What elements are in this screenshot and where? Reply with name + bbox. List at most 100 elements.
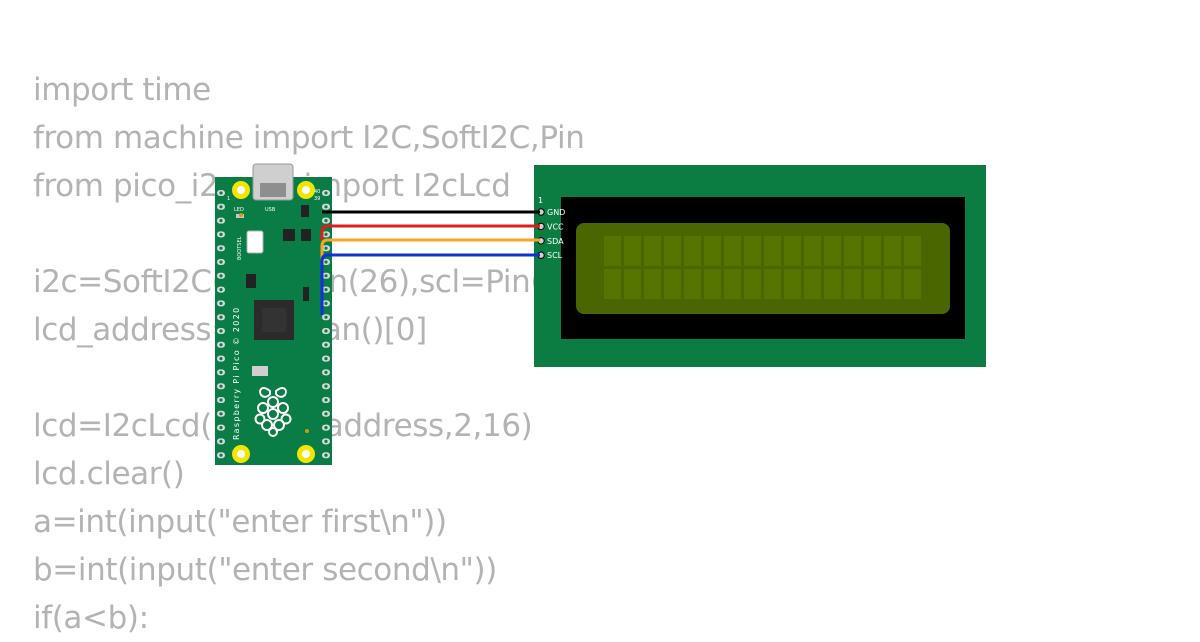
- lcd-cell: [824, 236, 841, 266]
- lcd-cell: [864, 269, 881, 299]
- pico-pin-hole: [219, 370, 223, 374]
- lcd-cell: [844, 269, 861, 299]
- pico-pin-hole: [324, 384, 328, 388]
- bootsel-button[interactable]: [246, 230, 264, 254]
- pico-pin-hole: [324, 426, 328, 430]
- lcd-cell: [644, 236, 661, 266]
- led-label: LED: [234, 207, 244, 213]
- mounting-hole: [237, 186, 245, 194]
- lcd-character-grid: [604, 236, 921, 299]
- pico-pin-hole: [324, 329, 328, 333]
- lcd-cell: [724, 236, 741, 266]
- pico-pin-hole: [324, 398, 328, 402]
- mounting-hole: [302, 450, 310, 458]
- lcd-cell: [664, 236, 681, 266]
- pico-pin-hole: [219, 315, 223, 319]
- wire-vcc[interactable]: [320, 224, 540, 240]
- lcd-cell: [904, 236, 921, 266]
- raspberry-pi-pico[interactable]: LED USB 1 2 39 40 BOOTSEL: [215, 163, 332, 465]
- lcd-cell: [724, 269, 741, 299]
- pico-pin-hole: [324, 246, 328, 250]
- pico-pin-hole: [219, 343, 223, 347]
- pico-pin-hole: [219, 246, 223, 250]
- lcd-cell: [804, 236, 821, 266]
- bootsel-label: BOOTSEL: [237, 236, 243, 260]
- pico-pin-hole: [219, 274, 223, 278]
- lcd-cell: [764, 236, 781, 266]
- lcd-cell: [644, 269, 661, 299]
- lcd-cell: [764, 269, 781, 299]
- lcd-cell: [664, 269, 681, 299]
- lcd-module[interactable]: 1 GND VCC SDA SCL: [534, 165, 986, 367]
- pico-pin-hole: [219, 205, 223, 209]
- pin-label-40: 40: [314, 189, 320, 195]
- flash-chip: [252, 366, 268, 376]
- test-point: [305, 429, 309, 433]
- usb-label: USB: [265, 207, 276, 213]
- lcd-cell: [604, 269, 621, 299]
- lcd-cell: [624, 236, 641, 266]
- pico-pin-hole: [324, 343, 328, 347]
- pico-pin-hole: [324, 205, 328, 209]
- lcd-cell: [744, 269, 761, 299]
- pico-pin-hole: [324, 301, 328, 305]
- lcd-pin-label: SDA: [547, 237, 564, 246]
- smd-chip: [246, 274, 256, 288]
- lcd-cell: [684, 236, 701, 266]
- lcd-cell: [624, 269, 641, 299]
- lcd-cell: [704, 236, 721, 266]
- pico-pin-hole: [219, 329, 223, 333]
- smd-chip: [301, 229, 311, 241]
- pico-pin-hole: [324, 453, 328, 457]
- pico-pin-hole: [219, 219, 223, 223]
- pico-pin-hole: [324, 357, 328, 361]
- lcd-cell: [784, 236, 801, 266]
- smd-chip: [301, 205, 309, 217]
- code-line: a=int(input("enter first\n")): [33, 504, 447, 540]
- pico-pin-hole: [324, 260, 328, 264]
- pico-pin-hole: [219, 191, 223, 195]
- pico-pin-hole: [219, 453, 223, 457]
- pico-pin-hole: [324, 219, 328, 223]
- lcd-pin-index: 1: [538, 196, 543, 205]
- lcd-cell: [704, 269, 721, 299]
- smd-chip: [283, 229, 295, 241]
- pico-pin-hole: [219, 384, 223, 388]
- lcd-cell: [844, 236, 861, 266]
- pico-pin-hole: [219, 288, 223, 292]
- wires: [320, 210, 540, 315]
- board-text: Raspberry Pi Pico © 2020: [232, 307, 241, 440]
- pico-pin-hole: [219, 301, 223, 305]
- usb-port-slot: [260, 183, 286, 197]
- raspberry-logo-icon: [254, 387, 292, 437]
- pico-pin-hole: [324, 232, 328, 236]
- lcd-cell: [904, 269, 921, 299]
- pico-pin-hole: [324, 288, 328, 292]
- mounting-hole: [302, 186, 310, 194]
- pico-pin-hole: [219, 260, 223, 264]
- pico-pin-hole: [324, 439, 328, 443]
- pico-pin-hole: [324, 412, 328, 416]
- lcd-cell: [884, 269, 901, 299]
- lcd-pin-label: SCL: [547, 251, 563, 260]
- pin-label-39: 39: [314, 196, 320, 202]
- pico-pin-hole: [324, 274, 328, 278]
- lcd-cell: [684, 269, 701, 299]
- lcd-pin-label: VCC: [547, 222, 564, 231]
- wire-sda[interactable]: [320, 238, 540, 315]
- pico-pin-hole: [219, 426, 223, 430]
- pin-label-1: 1: [227, 196, 230, 202]
- pico-pin-headers: [217, 190, 330, 459]
- code-line: lcd.clear(): [33, 456, 185, 492]
- smd-chip: [303, 287, 309, 301]
- lcd-pin-label: GND: [547, 208, 565, 217]
- pico-pin-hole: [219, 412, 223, 416]
- pico-pin-hole: [219, 398, 223, 402]
- lcd-cell: [784, 269, 801, 299]
- lcd-cell: [864, 236, 881, 266]
- lcd-cell: [884, 236, 901, 266]
- wire-scl[interactable]: [320, 253, 540, 315]
- pico-pin-hole: [219, 232, 223, 236]
- lcd-cell: [804, 269, 821, 299]
